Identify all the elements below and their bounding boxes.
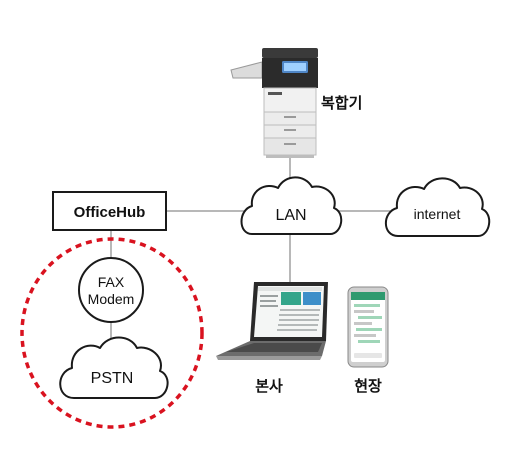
lan-cloud: LAN bbox=[240, 176, 343, 235]
field-label: 현장 bbox=[354, 377, 382, 395]
fax-pstn-group-outline bbox=[20, 237, 204, 429]
officehub-label: OfficeHub bbox=[74, 204, 146, 221]
lan-label: LAN bbox=[275, 207, 306, 224]
smartphone-icon bbox=[347, 286, 389, 368]
pstn-cloud: PSTN bbox=[59, 336, 169, 399]
officehub-node: OfficeHub bbox=[52, 191, 167, 231]
multifunction-printer bbox=[230, 48, 318, 158]
laptop-icon bbox=[216, 282, 328, 360]
pstn-label: PSTN bbox=[91, 370, 134, 387]
lan-cloud-shape bbox=[240, 176, 343, 235]
fax-modem-node: FAX Modem bbox=[78, 257, 144, 323]
fax-modem-label-line1: FAX bbox=[98, 274, 125, 290]
pstn-cloud-shape bbox=[59, 336, 169, 399]
connector-lines bbox=[110, 158, 390, 345]
internet-cloud: internet bbox=[384, 177, 491, 237]
headquarters-label: 본사 bbox=[255, 378, 283, 395]
internet-cloud-shape bbox=[384, 177, 491, 237]
internet-label: internet bbox=[414, 206, 461, 222]
fax-modem-label-line2: Modem bbox=[88, 291, 135, 307]
mfp-label: 복합기 bbox=[321, 95, 362, 112]
